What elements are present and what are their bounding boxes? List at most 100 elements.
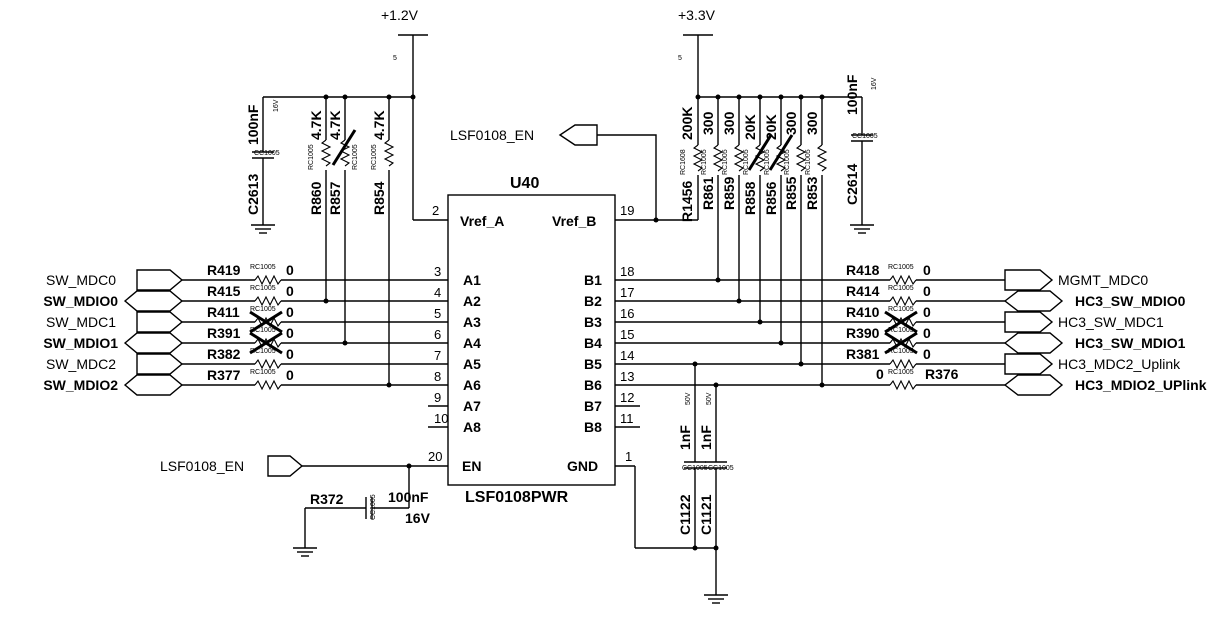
cap-pkg-c1122: CC1005	[682, 465, 708, 472]
pin-num-a8: 10	[434, 411, 448, 426]
pullup-r855: 300 RC1005 R855	[783, 97, 806, 367]
pin-num-b1: 18	[620, 264, 634, 279]
pin-num-a6: 8	[434, 369, 441, 384]
svg-text:20K: 20K	[763, 114, 779, 140]
svg-text:R855: R855	[783, 176, 799, 210]
left-res-ref-2: R415	[207, 283, 241, 299]
svg-text:RC1005: RC1005	[764, 149, 771, 175]
cap-c2614-volt: 16V	[871, 77, 878, 90]
svg-text:300: 300	[783, 111, 799, 135]
pin-en-label: EN	[462, 458, 481, 474]
left-net-label-1: SW_MDC0	[46, 272, 116, 288]
svg-text:RC1005: RC1005	[308, 144, 315, 170]
right-net-label-2: HC3_SW_MDIO0	[1075, 293, 1186, 309]
pullup-r861: 300 RC1005 R861	[700, 97, 723, 283]
svg-text:R857: R857	[327, 181, 343, 215]
power-label-1v2: +1.2V	[381, 7, 419, 23]
pin-label-b7: B7	[584, 398, 602, 414]
net-en-top-label: LSF0108_EN	[450, 127, 534, 143]
left-res-val-3: 0	[286, 304, 294, 320]
svg-text:RC1005: RC1005	[805, 149, 812, 175]
en-cap-volt: 16V	[405, 510, 431, 526]
right-res-val-3: 0	[923, 304, 931, 320]
cap-c2614-value: 100nF	[844, 74, 860, 115]
pullup-r858: 20K RC1005 R858	[742, 97, 773, 325]
pin-num-b7: 12	[620, 390, 634, 405]
right-res-ref-3: R410	[846, 304, 880, 320]
en-cap-pkg: CC1005	[370, 494, 377, 520]
pin-label-b6: B6	[584, 377, 602, 393]
svg-text:200K: 200K	[679, 107, 695, 140]
svg-text:RC1005: RC1005	[352, 144, 359, 170]
pin-label-a6: A6	[463, 377, 481, 393]
left-res-pkg-6: RC1005	[250, 369, 276, 376]
pullup-r859: 300 RC1005 R859	[721, 97, 744, 304]
svg-text:20K: 20K	[742, 114, 758, 140]
svg-text:RC1005: RC1005	[722, 149, 729, 175]
chip-u40	[447, 194, 616, 486]
right-res-val-4: 0	[923, 325, 931, 341]
power-label-3v3: +3.3V	[678, 7, 716, 23]
cap-c2614-pkg: CC1005	[852, 133, 878, 140]
svg-text:R853: R853	[804, 176, 820, 210]
right-res-val-2: 0	[923, 283, 931, 299]
left-net-label-6: SW_MDIO2	[43, 377, 118, 393]
net-flag-en-top	[558, 124, 598, 146]
svg-text:300: 300	[700, 111, 716, 135]
pin-num-b3: 16	[620, 306, 634, 321]
pin-label-b3: B3	[584, 314, 602, 330]
svg-text:RC1005: RC1005	[371, 144, 378, 170]
right-net-label-4: HC3_SW_MDIO1	[1075, 335, 1186, 351]
right-res-ref-4: R390	[846, 325, 880, 341]
pin-num-a3: 5	[434, 306, 441, 321]
svg-text:R1456: R1456	[679, 181, 695, 222]
right-res-pkg-6: RC1005	[888, 369, 914, 376]
en-cap-value: 100nF	[388, 489, 429, 505]
pin-label-b5: B5	[584, 356, 602, 372]
pin-label-a8: A8	[463, 419, 481, 435]
pin-num-a2: 4	[434, 285, 441, 300]
pin-label-a3: A3	[463, 314, 481, 330]
cap-pkg-c1121: CC1005	[708, 465, 734, 472]
svg-text:4.7K: 4.7K	[371, 110, 387, 140]
svg-text:4.7K: 4.7K	[308, 110, 324, 140]
svg-text:C1122: C1122	[677, 494, 693, 535]
pin-vref-b-label: Vref_B	[552, 213, 596, 229]
left-res-ref-4: R391	[207, 325, 241, 341]
right-res-val-6: 0	[876, 366, 884, 382]
left-net-label-5: SW_MDC2	[46, 356, 116, 372]
pin-num-vref-a: 2	[432, 203, 439, 218]
left-res-pkg-5: RC1005	[250, 348, 276, 355]
cap-c2613-ref: C2613	[245, 174, 261, 215]
svg-text:RC1005: RC1005	[701, 149, 708, 175]
left-res-ref-5: R382	[207, 346, 241, 362]
right-res-val-1: 0	[923, 262, 931, 278]
pin-num-a7: 9	[434, 390, 441, 405]
right-res-ref-2: R414	[846, 283, 880, 299]
pin-num-b6: 13	[620, 369, 634, 384]
pullup-r1456: 200K RC1608 R1456	[615, 97, 703, 223]
cap-c2613-pkg: CC1005	[254, 150, 280, 157]
right-res-ref-6: R376	[925, 366, 959, 382]
power-pin-3v3: 5	[678, 55, 682, 62]
right-res-pkg-1: RC1005	[888, 264, 914, 271]
svg-text:R861: R861	[700, 176, 716, 210]
pullup-r854: 4.7K RC1005 R854	[371, 97, 394, 388]
svg-text:1nF: 1nF	[677, 425, 693, 450]
pin-num-gnd: 1	[625, 449, 632, 464]
cap-c2613-volt: 16V	[273, 99, 280, 112]
svg-text:R858: R858	[742, 181, 758, 215]
pin-label-a5: A5	[463, 356, 481, 372]
pin-label-a1: A1	[463, 272, 481, 288]
pin-label-b8: B8	[584, 419, 602, 435]
net-flag-en-bottom	[267, 455, 304, 477]
